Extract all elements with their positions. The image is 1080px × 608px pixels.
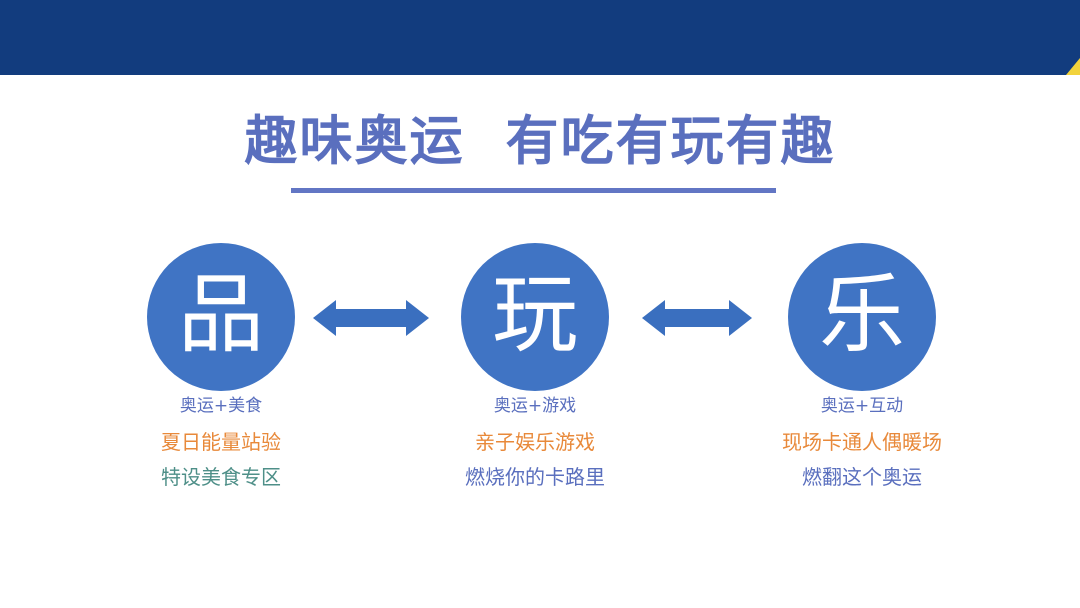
double-arrow-icon-2 — [642, 300, 752, 336]
arrow-head-left — [313, 300, 336, 336]
diagram-node-wan[interactable]: 玩 — [461, 243, 609, 391]
caption-line-highlight: 现场卡通人偶暖场 — [782, 430, 942, 454]
arrow-shaft — [664, 309, 730, 327]
diagram-node-pin-label: 品 — [178, 265, 264, 365]
caption-line-highlight: 亲子娱乐游戏 — [475, 430, 595, 454]
caption-column-games: 奥运+游戏 亲子娱乐游戏 燃烧你的卡路里 — [385, 396, 685, 489]
caption-line-secondary: 燃翻这个奥运 — [802, 465, 922, 489]
caption-column-food: 奥运+美食 夏日能量站验 特设美食专区 — [71, 396, 371, 489]
diagram-node-wan-label: 玩 — [492, 265, 578, 365]
arrow-head-left — [642, 300, 665, 336]
caption-line-primary: 奥运+美食 — [179, 396, 263, 416]
top-banner — [0, 0, 1080, 75]
caption-columns: 奥运+美食 夏日能量站验 特设美食专区 奥运+游戏 亲子娱乐游戏 燃烧你的卡路里… — [0, 398, 1080, 508]
arrow-shaft — [335, 309, 407, 327]
double-arrow-icon-1 — [313, 300, 429, 336]
arrow-head-right — [729, 300, 752, 336]
triangle-accent-icon — [1066, 58, 1080, 75]
page-title-wrapper: 趣味奥运 有吃有玩有趣 — [0, 111, 1080, 172]
concept-diagram: 品 玩 乐 — [0, 243, 1080, 393]
page-title: 趣味奥运 有吃有玩有趣 — [244, 111, 836, 172]
arrow-head-right — [406, 300, 429, 336]
title-underline-divider — [291, 188, 776, 193]
caption-line-secondary: 燃烧你的卡路里 — [465, 465, 605, 489]
caption-column-interaction: 奥运+互动 现场卡通人偶暖场 燃翻这个奥运 — [712, 396, 1012, 489]
caption-line-primary: 奥运+互动 — [820, 396, 904, 416]
caption-line-primary: 奥运+游戏 — [493, 396, 577, 416]
diagram-node-le-label: 乐 — [819, 265, 905, 365]
diagram-node-le[interactable]: 乐 — [788, 243, 936, 391]
caption-line-highlight: 夏日能量站验 — [161, 430, 281, 454]
caption-line-secondary: 特设美食专区 — [161, 465, 281, 489]
diagram-node-pin[interactable]: 品 — [147, 243, 295, 391]
